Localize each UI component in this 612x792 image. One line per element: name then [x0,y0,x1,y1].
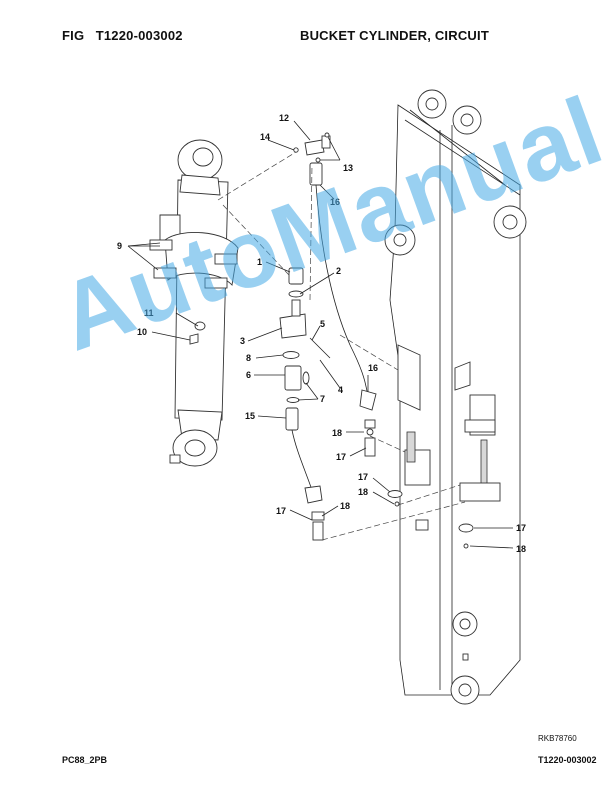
callout-5: 5 [320,319,325,329]
callout-12: 12 [279,113,289,123]
routing-lines [217,151,466,541]
callout-16-upper: 16 [330,197,340,207]
callout-2: 2 [336,266,341,276]
callout-10: 10 [137,327,147,337]
callout-17-c: 17 [276,506,286,516]
callout-15: 15 [245,411,255,421]
callout-4: 4 [338,385,343,395]
hydraulic-parts [189,132,474,549]
fig-prefix: FIG [62,28,85,43]
callout-18-d: 18 [516,544,526,554]
callout-16-lower: 16 [368,363,378,373]
drawing-reference: RKB78760 [538,734,577,743]
callout-13: 13 [343,163,353,173]
leader-lines [127,120,514,549]
fig-label: FIG T1220-003002 [62,28,183,43]
page-title: BUCKET CYLINDER, CIRCUIT [300,28,489,43]
callout-18-b: 18 [358,487,368,497]
callout-18-c: 18 [340,501,350,511]
callout-7: 7 [320,394,325,404]
callout-17-d: 17 [516,523,526,533]
callout-9: 9 [117,241,122,251]
callout-17-a: 17 [336,452,346,462]
callout-17-b: 17 [358,472,368,482]
callout-11: 11 [144,308,154,318]
callout-6: 6 [246,370,251,380]
callout-14: 14 [260,132,270,142]
callout-1: 1 [257,257,262,267]
callouts: 12 14 13 16 9 1 2 11 5 10 3 8 16 6 4 7 1… [117,113,526,554]
callout-18-a: 18 [332,428,342,438]
arm-structure [384,89,527,705]
callout-8: 8 [246,353,251,363]
footer-page-ref: T1220-003002 [538,755,597,765]
footer-model: PC88_2PB [62,755,108,765]
callout-3: 3 [240,336,245,346]
fig-number: T1220-003002 [95,28,183,43]
bucket-cylinder [149,139,239,467]
